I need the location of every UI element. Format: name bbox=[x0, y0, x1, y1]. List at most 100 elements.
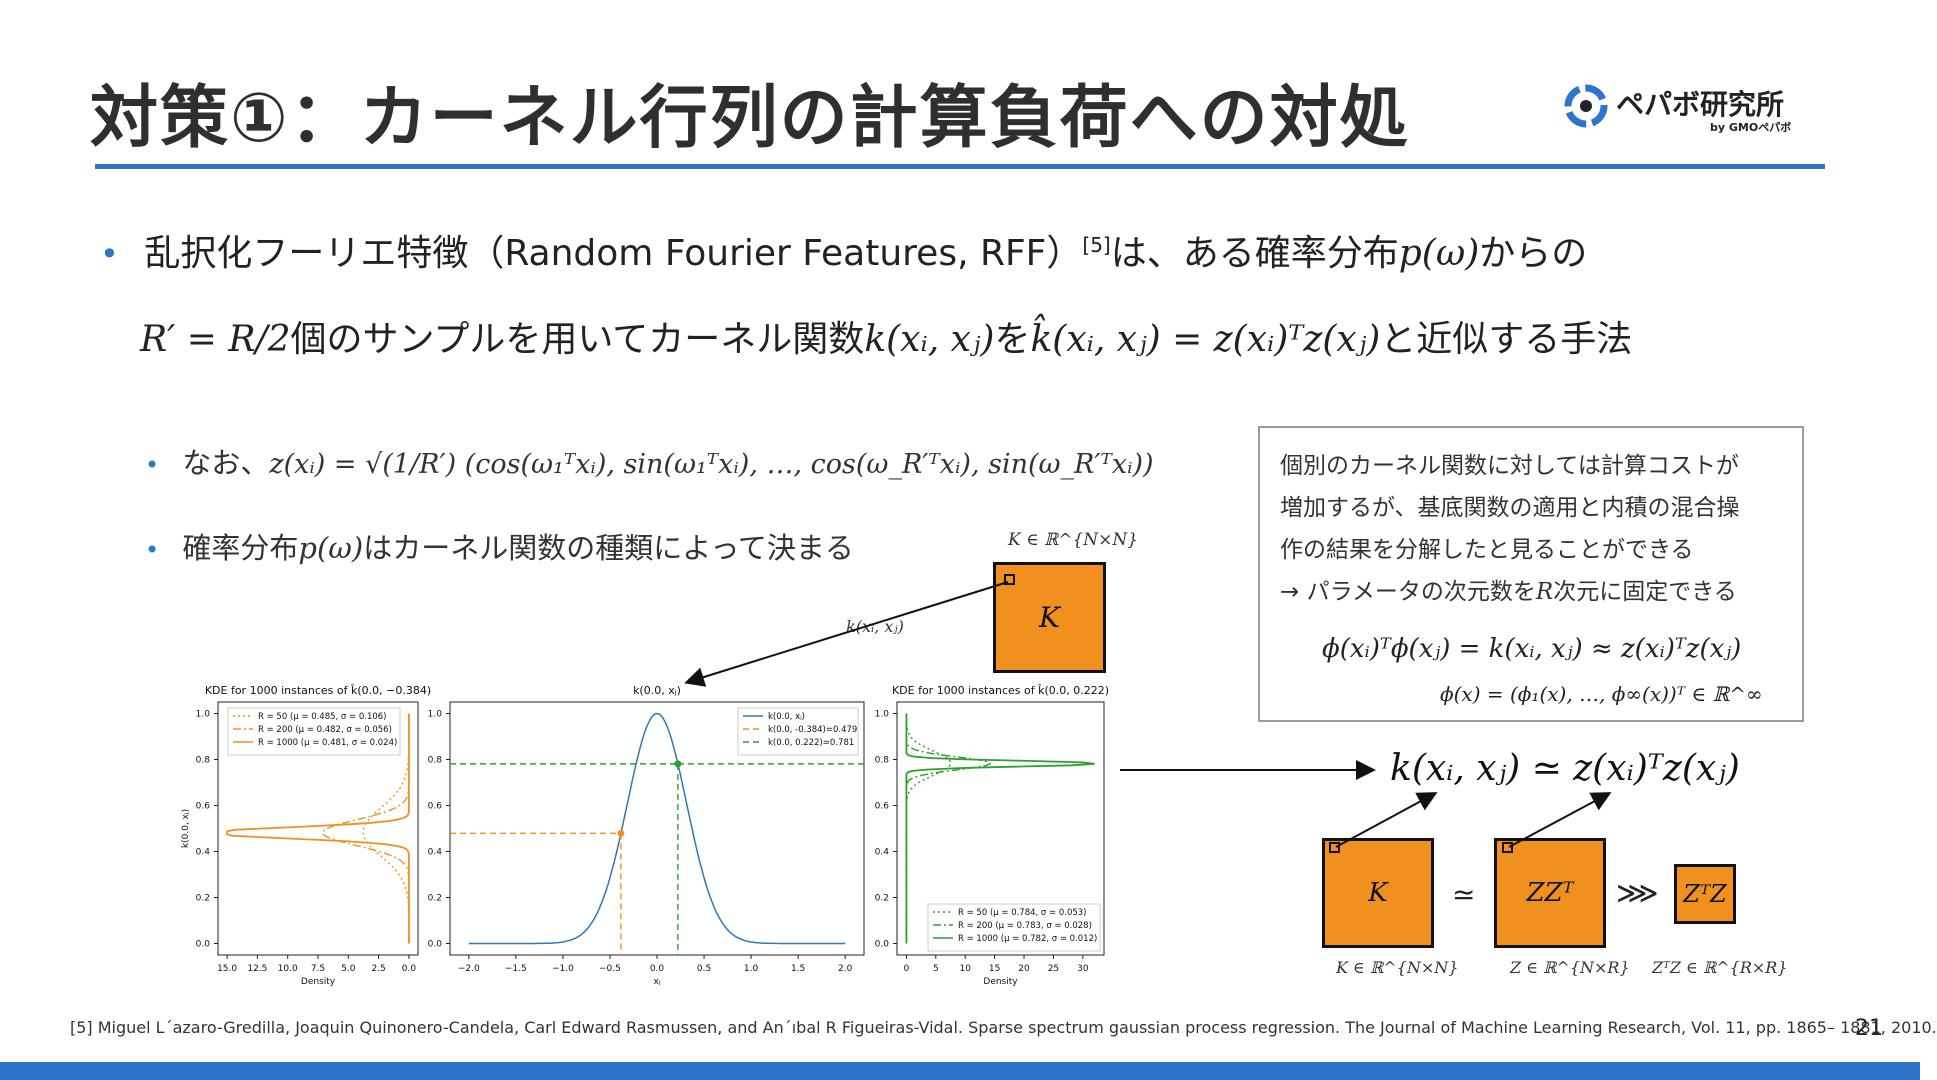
info-line-3: 作の結果を分解したと見ることができる bbox=[1280, 537, 1694, 563]
arrow-to-kernel-plot bbox=[684, 581, 1009, 687]
z-definition: z(xᵢ) = √(1/R′) (cos(ω₁ᵀxᵢ), sin(ω₁ᵀxᵢ),… bbox=[269, 449, 1154, 480]
kernel-element-label: k(xᵢ, xⱼ) bbox=[846, 617, 904, 636]
kernel-k: k(xᵢ, xⱼ) bbox=[864, 319, 995, 360]
line2-text1: 個のサンプルを用いてカーネル関数 bbox=[290, 319, 865, 360]
chart-2-legend bbox=[927, 903, 1101, 952]
main-bullet-line1: • 乱択化フーリエ特徴（Random Fourier Features, RFF… bbox=[100, 224, 1587, 276]
chart-2-xtick-label: 10 bbox=[959, 964, 971, 974]
arrow-zzt-to-eq bbox=[1508, 792, 1612, 848]
slide-title: 対策①：カーネル行列の計算負荷への対処 bbox=[90, 79, 1410, 158]
much-greater-symbol: ⋙ bbox=[1616, 876, 1659, 911]
chart-1-xtick-label: 2.0 bbox=[838, 964, 853, 974]
k-bottom-element-marker bbox=[1329, 842, 1340, 853]
k-matrix-bottom: K bbox=[1322, 838, 1434, 948]
chart-0-xtick-label: 0.0 bbox=[402, 964, 417, 974]
logo-text: ペパボ研究所 bbox=[1616, 88, 1784, 121]
logo: ペパボ研究所 by GMOペパボ bbox=[1560, 78, 1820, 134]
chart-1-xtick-label: −0.5 bbox=[599, 964, 621, 974]
chart-2-legend-label: R = 50 (μ = 0.784, σ = 0.053) bbox=[958, 908, 1087, 918]
info-line-4: → パラメータの次元数をR次元に固定できる bbox=[1280, 579, 1737, 605]
chart-0-xtick-label: 2.5 bbox=[371, 964, 385, 974]
footnote: [5] Miguel L´azaro-Gredilla, Joaquin Qui… bbox=[70, 1018, 1937, 1037]
k-matrix-top-label: K ∈ ℝ^{N×N} bbox=[1008, 530, 1139, 550]
chart-1-legend-label: k(0.0, xⱼ) bbox=[768, 712, 805, 722]
p-omega: p(ω) bbox=[1398, 233, 1480, 274]
chart-0-ytick-label: 0.6 bbox=[196, 802, 211, 812]
chart-0-title: KDE for 1000 instances of k̂(0.0, −0.384… bbox=[205, 684, 431, 697]
main-bullet-text3: からの bbox=[1479, 233, 1588, 274]
chart-2-xtick-label: 5 bbox=[933, 964, 939, 974]
approx-equation: k(xᵢ, xⱼ) ≃ z(xᵢ)ᵀz(xⱼ) bbox=[1390, 748, 1740, 789]
chart-2-ytick-label: 0.0 bbox=[875, 940, 890, 950]
pepabo-logo-icon: ペパボ研究所 by GMOペパボ bbox=[1564, 84, 1791, 134]
zzt-matrix-label: Z ∈ ℝ^{N×R} bbox=[1510, 958, 1630, 977]
bullet-dot-icon: • bbox=[100, 235, 119, 273]
chart-1-xtick-label: 1.5 bbox=[791, 964, 805, 974]
chart-0-xtick-label: 5.0 bbox=[341, 964, 356, 974]
kernel-khat: k̂(xᵢ, xⱼ) = z(xᵢ)ᵀz(xⱼ) bbox=[1030, 319, 1381, 360]
chart-0-legend-label: R = 50 (μ = 0.485, σ = 0.106) bbox=[258, 712, 387, 722]
sim-symbol: ≃ bbox=[1452, 878, 1476, 911]
chart-2-xtick-label: 0 bbox=[904, 964, 910, 974]
chart-0-ylabel: k(0.0, xⱼ) bbox=[181, 809, 191, 848]
ztz-matrix-label: ZᵀZ ∈ ℝ^{R×R} bbox=[1652, 958, 1788, 977]
chart-1-xtick-label: 1.0 bbox=[744, 964, 759, 974]
chart-2-ytick-label: 1.0 bbox=[875, 710, 890, 720]
chart-2-xtick-label: 30 bbox=[1077, 964, 1089, 974]
chart-1-legend-label: k(0.0, 0.222)=0.781 bbox=[768, 738, 854, 748]
sub-bullet-2: • 確率分布p(ω)はカーネル関数の種類によって決まる bbox=[145, 525, 854, 567]
chart-2-ytick-label: 0.4 bbox=[875, 848, 890, 858]
title-divider bbox=[95, 164, 1825, 169]
bullet-dot-icon: • bbox=[145, 536, 160, 564]
k-matrix-bottom-label: K ∈ ℝ^{N×N} bbox=[1336, 958, 1459, 977]
ztz-matrix: ZᵀZ bbox=[1674, 864, 1736, 924]
chart-1-xtick-label: 0.0 bbox=[650, 964, 665, 974]
chart-1-xtick-label: −1.0 bbox=[552, 964, 574, 974]
chart-2-xlabel: Density bbox=[983, 977, 1018, 987]
chart-1-ytick-label: 0.2 bbox=[428, 894, 442, 904]
chart-1-point-1 bbox=[674, 760, 682, 768]
chart-1-ytick-label: 0.4 bbox=[428, 848, 443, 858]
zzt-matrix: ZZᵀ bbox=[1494, 838, 1606, 948]
chart-0-xtick-label: 12.5 bbox=[247, 964, 267, 974]
main-bullet-text1: 乱択化フーリエ特徴（Random Fourier Features, RFF） bbox=[144, 233, 1083, 274]
chart-1-kernel-curve bbox=[468, 712, 846, 945]
sub-bullet-2-p-omega: p(ω) bbox=[298, 531, 364, 565]
k-matrix-top: K bbox=[993, 562, 1106, 673]
chart-1-title: k(0.0, xⱼ) bbox=[633, 684, 681, 697]
k-element-marker bbox=[1004, 574, 1015, 585]
chart-0-xtick-label: 7.5 bbox=[311, 964, 325, 974]
chart-1-point-0 bbox=[617, 829, 625, 837]
chart-0-series-0 bbox=[362, 713, 410, 944]
info-box: 個別のカーネル関数に対しては計算コストが 増加するが、基底関数の適用と内積の混合… bbox=[1258, 426, 1804, 722]
arrow-k-to-eq bbox=[1335, 792, 1438, 848]
info-line-2: 増加するが、基底関数の適用と内積の混合操 bbox=[1280, 495, 1740, 521]
info-eq1: ϕ(xᵢ)ᵀϕ(xⱼ) = k(xᵢ, xⱼ) ≈ z(xᵢ)ᵀz(xⱼ) bbox=[1322, 634, 1742, 664]
chart-2-series-2 bbox=[905, 713, 1095, 944]
chart-1-xtick-label: −2.0 bbox=[458, 964, 480, 974]
chart-0-xtick-label: 15.0 bbox=[217, 964, 237, 974]
chart-0-series-2 bbox=[226, 713, 410, 944]
r-prime-eq: R′ = R/2 bbox=[140, 319, 291, 360]
line2-text3: と近似する手法 bbox=[1380, 319, 1633, 360]
chart-1-ytick-label: 0.0 bbox=[428, 940, 443, 950]
chart-2-legend-label: R = 1000 (μ = 0.782, σ = 0.012) bbox=[958, 934, 1097, 944]
ref-5: [5] bbox=[1082, 233, 1111, 257]
info-eq2: ϕ(x) = (ϕ₁(x), …, ϕ∞(x))ᵀ ∈ ℝ^∞ bbox=[1440, 682, 1763, 706]
chart-0-ytick-label: 0.2 bbox=[196, 894, 210, 904]
chart-2-legend-label: R = 200 (μ = 0.783, σ = 0.028) bbox=[958, 921, 1092, 931]
sub-bullet-1: • なお、z(xᵢ) = √(1/R′) (cos(ω₁ᵀxᵢ), sin(ω₁… bbox=[145, 440, 1154, 482]
chart-2-ytick-label: 0.2 bbox=[875, 894, 889, 904]
bullet-dot-icon: • bbox=[145, 451, 160, 479]
chart-1-xtick-label: −1.5 bbox=[505, 964, 527, 974]
chart-0-ytick-label: 0.4 bbox=[196, 848, 211, 858]
sub-bullet-1-text: なお、 bbox=[182, 446, 270, 480]
chart-1-xlabel: xⱼ bbox=[654, 977, 661, 987]
chart-2-xtick-label: 20 bbox=[1018, 964, 1030, 974]
chart-1-ytick-label: 0.6 bbox=[428, 802, 443, 812]
chart-1-xtick-label: 0.5 bbox=[697, 964, 711, 974]
chart-1-ytick-label: 0.8 bbox=[428, 756, 443, 766]
chart-0-legend-label: R = 1000 (μ = 0.481, σ = 0.024) bbox=[258, 738, 397, 748]
chart-0-xtick-label: 10.0 bbox=[278, 964, 298, 974]
